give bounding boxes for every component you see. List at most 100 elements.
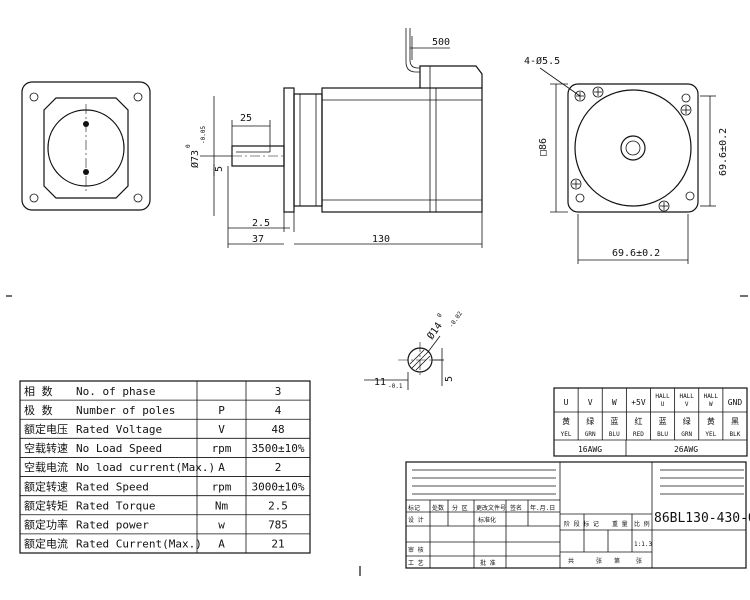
spec-cn-label: 额定转矩 — [24, 498, 68, 512]
dim-flange-thickness: 2.5 — [252, 218, 270, 229]
spec-cn-label: 额定电流 — [24, 537, 68, 551]
wiring-color-en: YEL — [705, 431, 716, 438]
spec-value: 785 — [268, 519, 288, 532]
wiring-header: HALL — [704, 393, 719, 400]
dim-body-length: 130 — [372, 234, 390, 245]
dim-section-tol-upper: 0 — [436, 312, 444, 319]
wiring-color-en: GRN — [585, 431, 596, 438]
spec-cn-label: 空载转速 — [24, 441, 68, 455]
spec-value: 48 — [271, 423, 284, 436]
tb-sheet-no: 第 — [614, 557, 620, 565]
spec-cn-label: 空载电流 — [24, 460, 68, 474]
wiring-color-cn: 绿 — [586, 417, 594, 426]
tb-sheet-total: 共 — [568, 557, 574, 565]
side-view — [200, 28, 483, 248]
dim-section-tol-lower: -0.02 — [448, 310, 464, 329]
spec-value: 2.5 — [268, 499, 288, 512]
wiring-header-sub: U — [661, 401, 665, 408]
front-view-left — [21, 81, 151, 211]
wiring-header: HALL — [679, 393, 694, 400]
dim-cable-length: 500 — [432, 37, 450, 48]
title-block: 86BL130-430-01 标记 处数 分 区 更改文件号 签名 年.月.日 … — [405, 461, 750, 569]
dim-shaft-diameter: Ø73 — [189, 150, 201, 168]
wiring-gauge-power: 16AWG — [578, 445, 602, 454]
spec-value: 21 — [271, 538, 284, 551]
wiring-color-cn: 蓝 — [610, 416, 618, 426]
dim-hole-spacing-v: 69.6±0.2 — [718, 128, 729, 176]
dim-shaft-tol-lower: -0.05 — [200, 126, 207, 144]
spec-cn-label: 额定电压 — [24, 422, 68, 436]
wiring-header-sub: V — [685, 401, 689, 408]
wiring-header: V — [588, 398, 593, 407]
spec-en-label: Rated power — [76, 519, 149, 532]
wiring-color-en: BLK — [730, 431, 741, 438]
wiring-color-en: GRN — [681, 431, 692, 438]
wiring-color-cn: 黄 — [707, 416, 715, 426]
dimension-labels: 500 4-Ø5.5 25 Ø73 0 -0.05 5 2.5 37 130 □… — [185, 37, 729, 390]
spec-en-label: No Load Speed — [76, 442, 162, 455]
wiring-table: U黄YELV绿GRNW蓝BLU+5V红REDHALLU蓝BLUHALLV绿GRN… — [553, 387, 748, 457]
spec-en-label: Number of poles — [76, 404, 175, 417]
spec-en-label: No load current(Max.) — [76, 461, 215, 474]
spec-cn-label: 极 数 — [24, 403, 53, 417]
spec-unit: rpm — [212, 480, 232, 493]
rear-view-right — [539, 67, 716, 264]
spec-value: 3000±10% — [252, 480, 305, 493]
spec-unit: A — [218, 538, 225, 551]
spec-en-label: Rated Torque — [76, 499, 155, 512]
tb-label-sign: 签名 — [510, 504, 522, 512]
tb-label-count: 处数 — [432, 504, 444, 512]
dim-hole-spacing-h: 69.6±0.2 — [612, 248, 660, 259]
tb-label-scale: 比 例 — [634, 520, 650, 528]
wiring-color-cn: 蓝 — [659, 416, 667, 426]
tb-label-zone: 分 区 — [452, 504, 468, 512]
wiring-header: U — [564, 398, 569, 407]
dim-section-depth: 11 — [374, 377, 386, 388]
spec-value: 2 — [275, 461, 282, 474]
spec-cn-label: 相 数 — [24, 385, 53, 398]
tb-sheet-unit-2: 张 — [636, 557, 642, 565]
tb-label-check: 审 核 — [408, 546, 424, 554]
dim-section-depth-tol: -0.1 — [388, 383, 403, 390]
spec-en-label: No. of phase — [76, 385, 155, 398]
wiring-header: GND — [728, 398, 743, 407]
model-number: 86BL130-430-01 — [654, 511, 750, 526]
tb-label-process: 工 艺 — [408, 559, 424, 567]
spec-cn-label: 额定转速 — [24, 479, 68, 493]
tb-label-stage: 阶 段 标 记 — [564, 520, 599, 528]
wiring-header-sub: W — [709, 401, 713, 408]
tb-label-weight: 重 量 — [612, 520, 628, 528]
dim-section-key: 5 — [444, 376, 455, 382]
spec-en-label: Rated Voltage — [76, 423, 162, 436]
wiring-gauge-signal: 26AWG — [674, 445, 698, 454]
wiring-color-en: BLU — [609, 431, 620, 438]
wiring-color-cn: 绿 — [683, 417, 691, 426]
dim-mount-holes: 4-Ø5.5 — [524, 55, 560, 67]
tb-label-change-file: 更改文件号 — [476, 504, 506, 512]
dim-shaft-length: 37 — [252, 234, 264, 245]
tb-label-standard: 标准化 — [478, 516, 496, 524]
spec-unit: P — [218, 404, 225, 417]
shaft-section — [364, 335, 444, 390]
wiring-color-cn: 红 — [634, 416, 642, 426]
spec-en-label: Rated Speed — [76, 480, 149, 493]
tb-label-approve: 批 准 — [480, 559, 496, 567]
dim-frame-square: □86 — [538, 138, 549, 156]
spec-unit: Nm — [215, 499, 229, 512]
wiring-header: W — [612, 398, 617, 407]
spec-unit: A — [218, 461, 225, 474]
tb-label-date: 年.月.日 — [530, 504, 555, 512]
dim-shaft-tol-upper: 0 — [185, 144, 192, 148]
tb-label-design: 设 计 — [408, 516, 424, 524]
spec-unit: V — [218, 423, 225, 436]
spec-value: 3500±10% — [252, 442, 305, 455]
wiring-color-en: YEL — [561, 431, 572, 438]
spec-en-label: Rated Current(Max.) — [76, 538, 202, 551]
wiring-color-cn: 黑 — [731, 417, 739, 426]
spec-cn-label: 额定功率 — [24, 518, 68, 532]
spec-value: 4 — [275, 404, 282, 417]
spec-unit: rpm — [212, 442, 232, 455]
tb-sheet-unit-1: 张 — [596, 557, 602, 565]
